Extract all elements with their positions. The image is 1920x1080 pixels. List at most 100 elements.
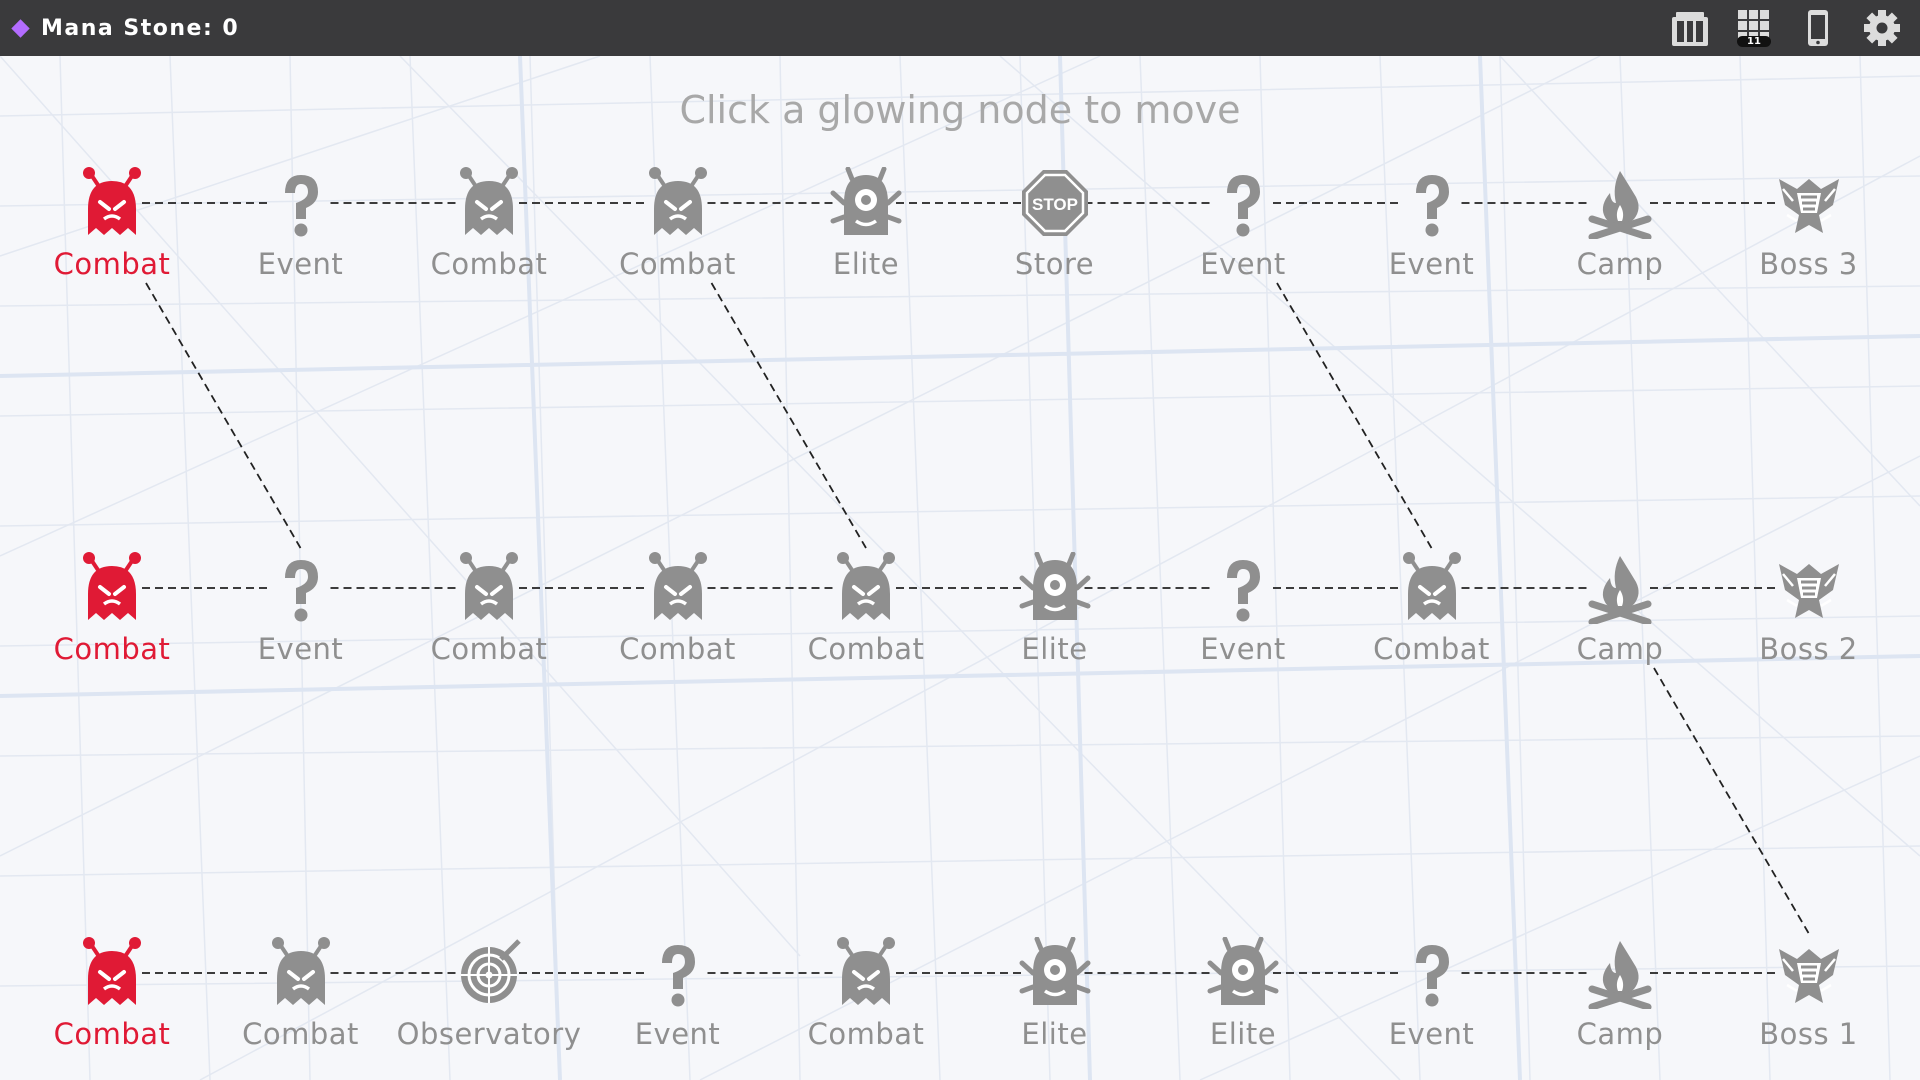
path-link-diagonal (1653, 667, 1810, 934)
map-node-event[interactable]: Event (1149, 167, 1337, 297)
event-icon (1415, 945, 1449, 1007)
map-node-elite[interactable]: Elite (1149, 937, 1337, 1067)
phone-icon[interactable] (1798, 8, 1838, 48)
node-label: Elite (832, 247, 900, 281)
combat-icon (837, 937, 895, 1005)
boss-icon (1778, 564, 1839, 618)
combat-icon (83, 937, 141, 1005)
map-node-event[interactable]: Event (1338, 937, 1526, 1067)
elite-icon (830, 167, 902, 235)
node-label: Event (634, 1017, 721, 1051)
map-node-event[interactable]: Event (1338, 167, 1526, 297)
combat-icon (837, 552, 895, 620)
path-link-diagonal (145, 282, 302, 549)
elite-icon (1019, 552, 1090, 620)
map-node-combat[interactable]: Combat (772, 937, 960, 1067)
combat-icon (460, 552, 518, 620)
map-node-combat[interactable]: Combat (772, 552, 960, 682)
node-label: Combat (619, 247, 736, 281)
node-label: Combat (53, 247, 171, 281)
node-label: Combat (430, 632, 548, 666)
instruction-text: Click a glowing node to move (679, 88, 1241, 132)
node-label: Camp (1576, 1017, 1664, 1051)
node-label: Event (257, 247, 344, 281)
node-label: Elite (1021, 632, 1088, 666)
node-label: Event (1388, 1017, 1475, 1051)
node-label: Combat (1373, 632, 1490, 666)
map-node-camp[interactable]: Camp (1526, 167, 1714, 297)
node-label: Combat (807, 632, 925, 666)
event-icon (661, 945, 695, 1007)
store-icon: STOP (1021, 170, 1088, 236)
node-label: Combat (619, 632, 736, 666)
map-node-combat[interactable]: Combat (584, 552, 772, 682)
map-node-event[interactable]: Event (1149, 552, 1337, 682)
node-label: Event (1200, 247, 1286, 281)
map-node-elite[interactable]: Elite (772, 167, 960, 297)
map-grid-badge: 11 (1747, 36, 1761, 47)
map-node-event[interactable]: Event (207, 167, 395, 297)
node-label: Boss 2 (1759, 632, 1858, 666)
map-node-combat[interactable]: Combat (18, 937, 206, 1067)
map-grid-button[interactable]: 11 (1734, 8, 1774, 48)
path-link-diagonal (710, 282, 867, 549)
path-link-diagonal (1276, 282, 1433, 549)
node-label: Event (257, 632, 344, 666)
map-node-combat[interactable]: Combat (395, 552, 583, 682)
map-node-combat[interactable]: Combat (395, 167, 583, 297)
camp-icon (1588, 556, 1652, 624)
node-label: Elite (1021, 1017, 1088, 1051)
map-node-store[interactable]: STOP Store (961, 167, 1149, 297)
city-map-background (0, 56, 1920, 1080)
combat-icon (460, 167, 518, 235)
combat-icon (648, 552, 707, 620)
event-icon (1227, 175, 1260, 237)
combat-icon (648, 167, 707, 235)
combat-icon (83, 167, 141, 235)
event-icon (1415, 175, 1449, 237)
observatory-icon (461, 939, 521, 1003)
combat-icon (83, 552, 141, 620)
node-label: Boss 3 (1759, 247, 1858, 281)
map-node-observatory[interactable]: Observatory (395, 937, 583, 1067)
map-node-combat[interactable]: Combat (584, 167, 772, 297)
node-label: Observatory (396, 1017, 582, 1051)
node-label: Combat (242, 1017, 359, 1051)
node-label: Boss 1 (1759, 1017, 1858, 1051)
map-node-boss[interactable]: Boss 1 (1715, 937, 1903, 1067)
node-label: Store (1014, 247, 1095, 281)
top-bar: Mana Stone: 0 11 (0, 0, 1920, 56)
mana-stone-counter: Mana Stone: 0 (10, 0, 239, 56)
map-node-camp[interactable]: Camp (1526, 937, 1714, 1067)
event-icon (1227, 560, 1260, 622)
boss-icon (1778, 179, 1839, 233)
event-icon (284, 560, 318, 622)
node-label: Combat (807, 1017, 925, 1051)
map-node-event[interactable]: Event (584, 937, 772, 1067)
boss-icon (1778, 949, 1839, 1003)
map-node-elite[interactable]: Elite (961, 552, 1149, 682)
node-label: Combat (430, 247, 548, 281)
elite-icon (1207, 937, 1279, 1005)
settings-gear-icon[interactable] (1862, 8, 1902, 48)
node-label: Event (1200, 632, 1286, 666)
deck-icon[interactable] (1670, 8, 1710, 48)
node-label: Combat (53, 632, 171, 666)
map-node-camp[interactable]: Camp (1526, 552, 1714, 682)
mana-stone-label: Mana Stone: 0 (41, 15, 240, 41)
map-node-elite[interactable]: Elite (961, 937, 1149, 1067)
svg-text:STOP: STOP (1032, 195, 1078, 214)
elite-icon (1019, 937, 1090, 1005)
map-node-combat[interactable]: Combat (1338, 552, 1526, 682)
map-node-combat[interactable]: Combat (18, 167, 206, 297)
map-node-combat[interactable]: Combat (18, 552, 206, 682)
map-node-boss[interactable]: Boss 2 (1715, 552, 1903, 682)
combat-icon (271, 937, 330, 1005)
map-node-boss[interactable]: Boss 3 (1715, 167, 1903, 297)
node-label: Event (1388, 247, 1475, 281)
map-node-combat[interactable]: Combat (207, 937, 395, 1067)
map-node-event[interactable]: Event (207, 552, 395, 682)
map-grid-icon (1737, 10, 1771, 47)
